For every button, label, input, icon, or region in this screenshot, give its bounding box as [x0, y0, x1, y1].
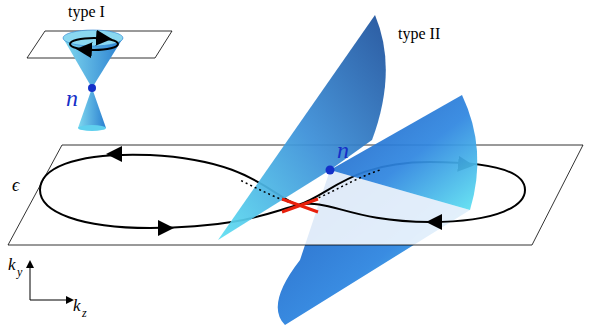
axis-subscript: y: [17, 266, 22, 278]
axis-label: k: [73, 297, 81, 314]
node-label: n: [66, 86, 78, 110]
axis-label: ϵ: [12, 176, 19, 194]
type-label: type I: [68, 4, 105, 20]
axis-subscript: z: [82, 307, 87, 319]
axis-label: k: [8, 256, 16, 273]
node-label: n: [337, 138, 349, 162]
type-label: type II: [398, 26, 440, 42]
